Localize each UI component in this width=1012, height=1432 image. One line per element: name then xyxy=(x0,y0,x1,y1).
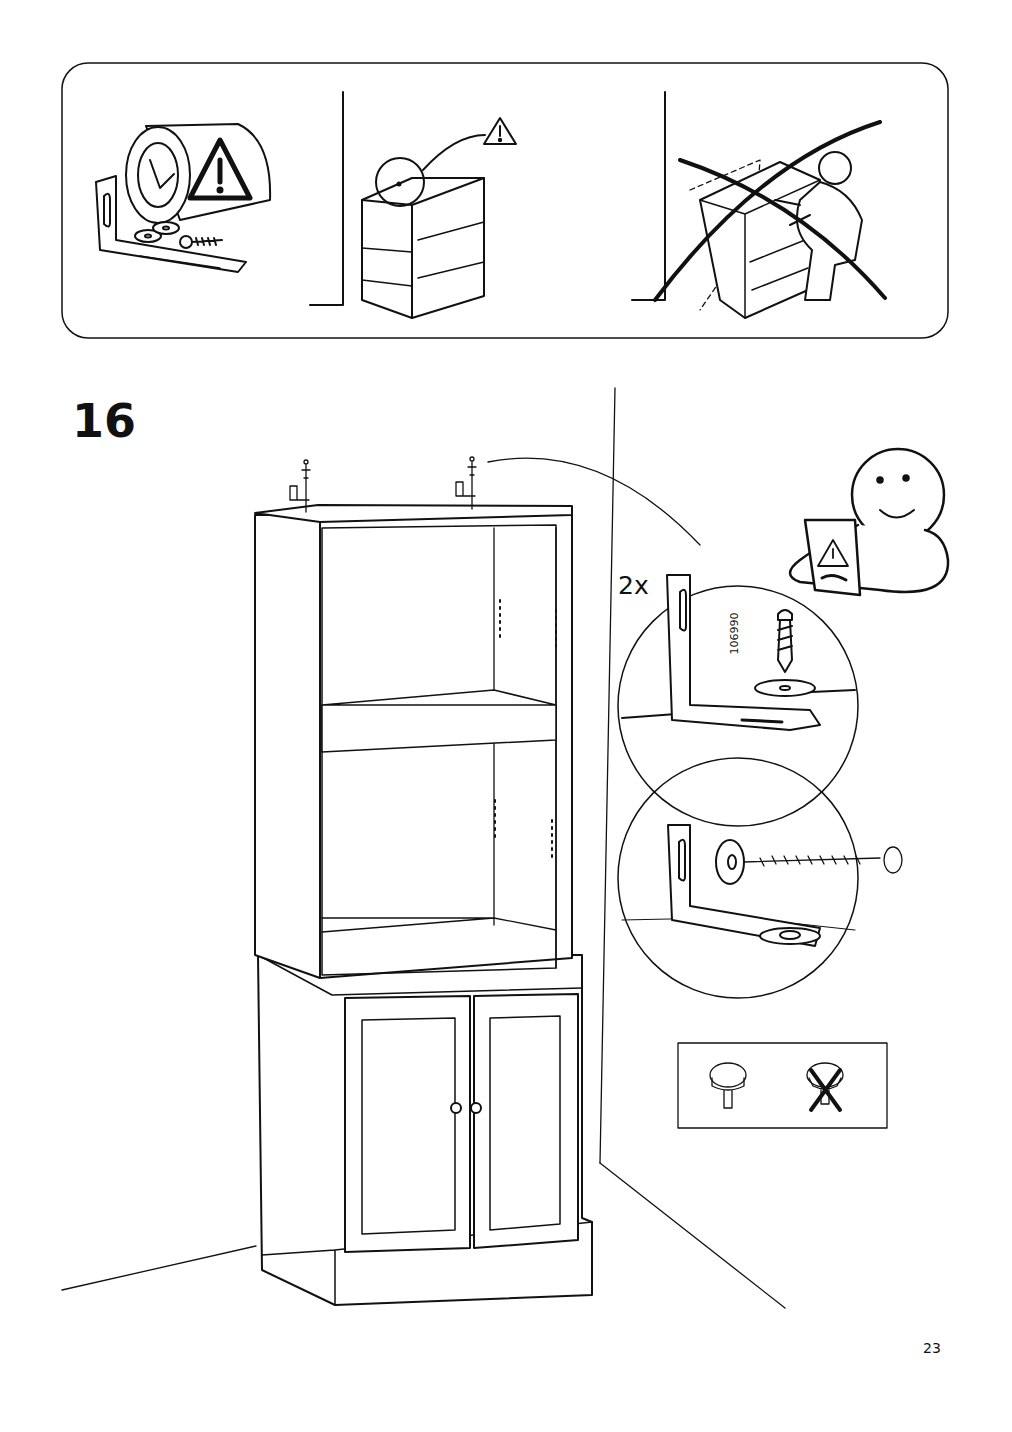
step-number: 16 xyxy=(72,398,136,444)
detail-callouts xyxy=(618,575,902,998)
anchored-shelf xyxy=(310,92,516,318)
quantity: 2x xyxy=(618,573,649,598)
warning-panel xyxy=(62,63,948,338)
read-manual-figure xyxy=(790,449,948,595)
part-number: 106990 xyxy=(729,613,740,655)
tipping-forbidden xyxy=(632,92,885,318)
bookcase xyxy=(255,505,592,1305)
screw-head-hint xyxy=(678,1043,887,1128)
wall-fixing-warning xyxy=(96,124,270,272)
wall-brackets xyxy=(290,457,700,545)
page-number: 23 xyxy=(923,1341,941,1355)
